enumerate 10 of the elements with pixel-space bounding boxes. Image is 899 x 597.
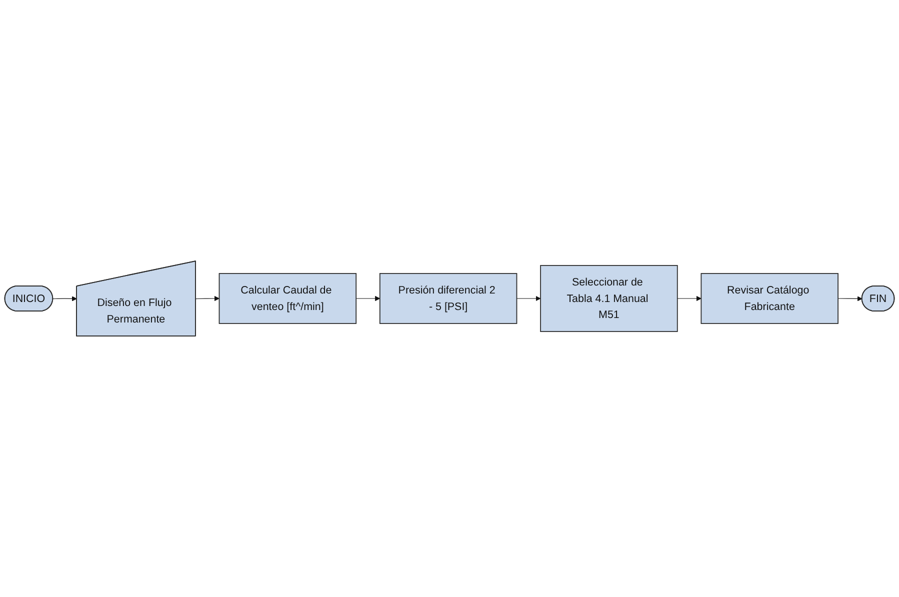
arrow (195, 296, 220, 302)
arrow (677, 296, 702, 302)
arrow (838, 296, 862, 302)
arrow (356, 296, 380, 302)
node-box: Presión diferencial 2 - 5 [PSI] (379, 273, 518, 324)
arrow (516, 296, 541, 302)
arrow (52, 296, 77, 302)
node-box: Calcular Caudal de venteo [ft^/min] (218, 273, 357, 324)
node-box: Seleccionar de Tabla 4.1 Manual M51 (540, 265, 678, 332)
node-box: Revisar Catálogo Fabricante (700, 273, 838, 324)
